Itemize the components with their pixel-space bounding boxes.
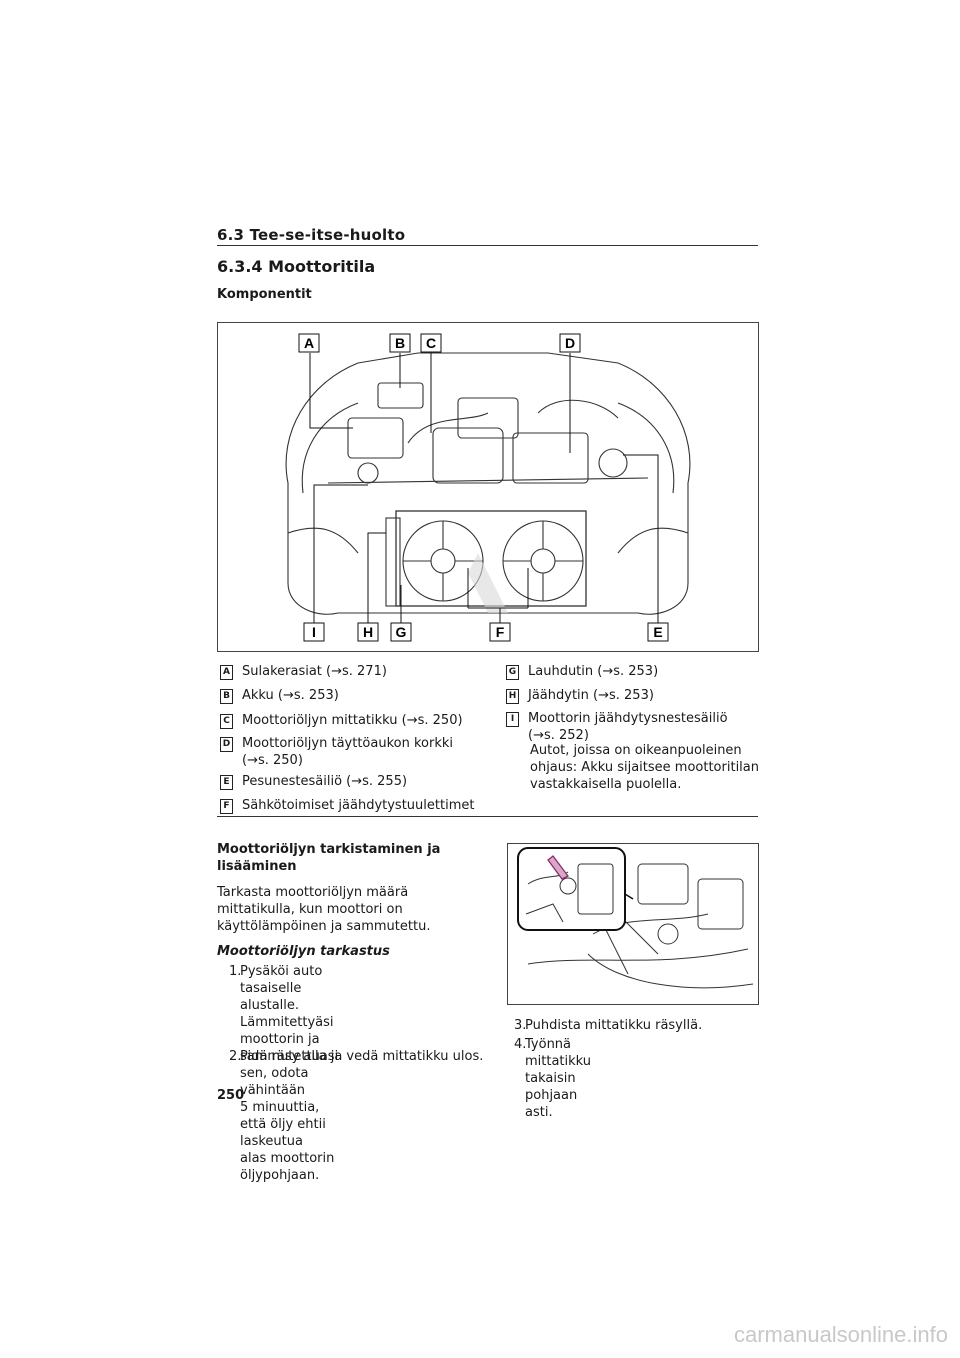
legend-badge: D <box>220 737 233 752</box>
legend-text: Pesunestesäiliö (→s. 255) <box>242 774 408 789</box>
legend-item-a: A Sulakerasiat (→s. 271) <box>220 663 387 680</box>
oil-heading: Moottoriöljyn tarkistaminen ja lisäämine… <box>217 842 441 874</box>
step-num: 2. <box>229 1049 242 1064</box>
callout-h: H <box>363 624 373 640</box>
engine-bay-illustration: A B C D I H G F E <box>285 333 691 642</box>
legend-text: Sähkötoimiset jäähdytystuulettimet <box>242 798 475 813</box>
step-num: 3. <box>514 1018 527 1033</box>
callout-d: D <box>565 335 575 351</box>
legend-item-i: I Moottorin jäähdytysnestesäiliö (→s. 25… <box>506 710 728 744</box>
step-1: 1. Pysäköi auto tasaiselle alustalle. Lä… <box>229 963 338 1183</box>
legend-item-f: F Sähkötoimiset jäähdytystuulettimet <box>220 797 474 814</box>
page-number: 250 <box>217 1088 245 1103</box>
step-text: Työnnä mittatikku takaisin pohjaan asti. <box>525 1037 592 1120</box>
oil-subheading: Moottoriöljyn tarkastus <box>217 944 390 959</box>
legend-badge: A <box>220 665 233 680</box>
legend-item-e: E Pesunestesäiliö (→s. 255) <box>220 773 407 790</box>
page-title: 6.3.4 Moottoritila <box>217 257 376 276</box>
legend-badge: C <box>220 714 233 729</box>
legend-item-g: G Lauhdutin (→s. 253) <box>506 663 658 680</box>
legend-text: Lauhdutin (→s. 253) <box>528 664 659 679</box>
step-text: Puhdista mittatikku räsyllä. <box>525 1018 703 1033</box>
legend-text: Moottorin jäähdytysnestesäiliö (→s. 252) <box>528 711 728 743</box>
header-rule <box>217 245 758 246</box>
step-3: 3. Puhdista mittatikku räsyllä. <box>514 1017 702 1034</box>
dipstick-figure <box>507 843 759 1005</box>
callout-b: B <box>395 335 405 351</box>
components-heading: Komponentit <box>217 287 312 302</box>
watermark: carmanualsonline.info <box>733 1322 948 1347</box>
legend-badge: E <box>220 775 233 790</box>
legend-badge: F <box>220 799 233 814</box>
callout-f: F <box>496 624 505 640</box>
callout-i: I <box>312 624 316 640</box>
step-4: 4. Työnnä mittatikku takaisin pohjaan as… <box>514 1036 591 1120</box>
legend-badge: B <box>220 689 233 704</box>
legend-item-h: H Jäähdytin (→s. 253) <box>506 687 654 704</box>
legend-badge: I <box>506 712 519 727</box>
legend-badge: G <box>506 665 519 680</box>
legend-text: Sulakerasiat (→s. 271) <box>242 664 387 679</box>
step-2: 2. Pidä räsy alla ja vedä mittatikku ulo… <box>229 1048 483 1065</box>
legend-item-c: C Moottoriöljyn mittatikku (→s. 250) <box>220 712 463 729</box>
section-header: 6.3 Tee-se-itse-huolto <box>217 226 406 244</box>
legend-text: Jäähdytin (→s. 253) <box>528 688 654 703</box>
legend-note: Autot, joissa on oikeanpuoleinen ohjaus:… <box>530 743 759 792</box>
oil-intro: Tarkasta moottoriöljyn määrä mittatikull… <box>217 885 431 934</box>
legend-text: Moottoriöljyn täyttöaukon korkki (→s. 25… <box>242 736 454 768</box>
legend-item-d: D Moottoriöljyn täyttöaukon korkki (→s. … <box>220 735 453 769</box>
engine-bay-figure: A B C D I H G F E <box>217 322 759 652</box>
legend-text: Akku (→s. 253) <box>242 688 339 703</box>
callout-c: C <box>426 335 436 351</box>
step-num: 4. <box>514 1037 527 1052</box>
step-text: Pidä räsy alla ja vedä mittatikku ulos. <box>240 1049 484 1064</box>
legend-rule <box>217 816 758 817</box>
callout-e: E <box>653 624 662 640</box>
legend-badge: H <box>506 689 519 704</box>
callout-g: G <box>396 624 407 640</box>
legend-text: Moottoriöljyn mittatikku (→s. 250) <box>242 713 463 728</box>
step-text: Pysäköi auto tasaiselle alustalle. Lämmi… <box>240 964 339 1183</box>
legend-item-b: B Akku (→s. 253) <box>220 687 339 704</box>
dipstick-illustration <box>517 847 754 989</box>
callout-a: A <box>304 335 314 351</box>
step-num: 1. <box>229 964 242 979</box>
